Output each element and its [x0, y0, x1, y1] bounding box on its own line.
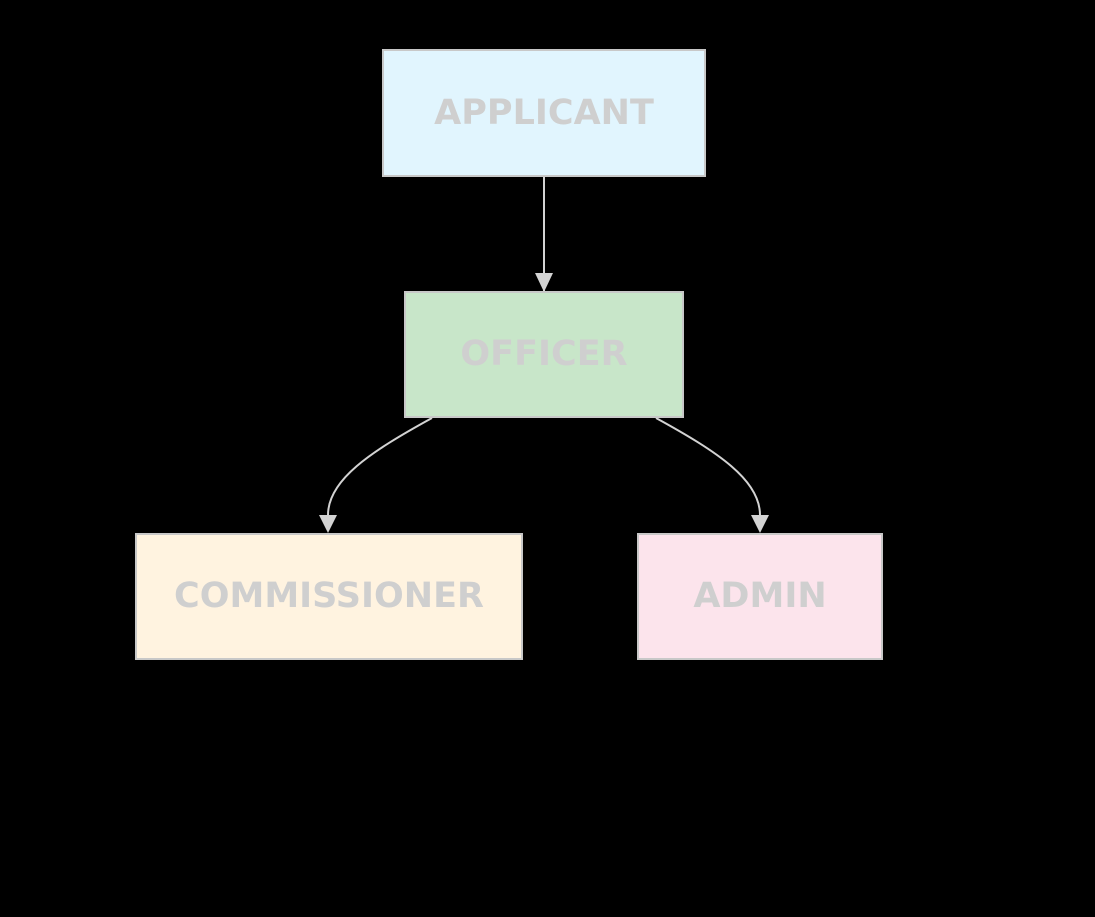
edge-officer-to-commissioner	[327, 417, 433, 516]
node-officer-label: OFFICER	[460, 334, 627, 374]
node-commissioner-box	[135, 533, 523, 660]
node-commissioner-label: COMMISSIONER	[174, 576, 484, 616]
node-applicant: APPLICANT	[382, 49, 706, 177]
edge-applicant-to-officer-arrowhead	[535, 273, 553, 292]
node-admin-label: ADMIN	[693, 576, 826, 616]
node-admin-box	[637, 533, 883, 660]
node-officer: OFFICER	[404, 291, 684, 418]
node-commissioner: COMMISSIONER	[135, 533, 523, 660]
node-applicant-label: APPLICANT	[434, 93, 654, 133]
node-officer-box	[404, 291, 684, 418]
node-applicant-box	[382, 49, 706, 177]
edge-officer-to-commissioner-arrowhead	[319, 515, 337, 533]
edge-officer-to-admin	[655, 417, 761, 516]
edge-officer-to-admin-arrowhead	[751, 515, 769, 533]
node-admin: ADMIN	[637, 533, 883, 660]
